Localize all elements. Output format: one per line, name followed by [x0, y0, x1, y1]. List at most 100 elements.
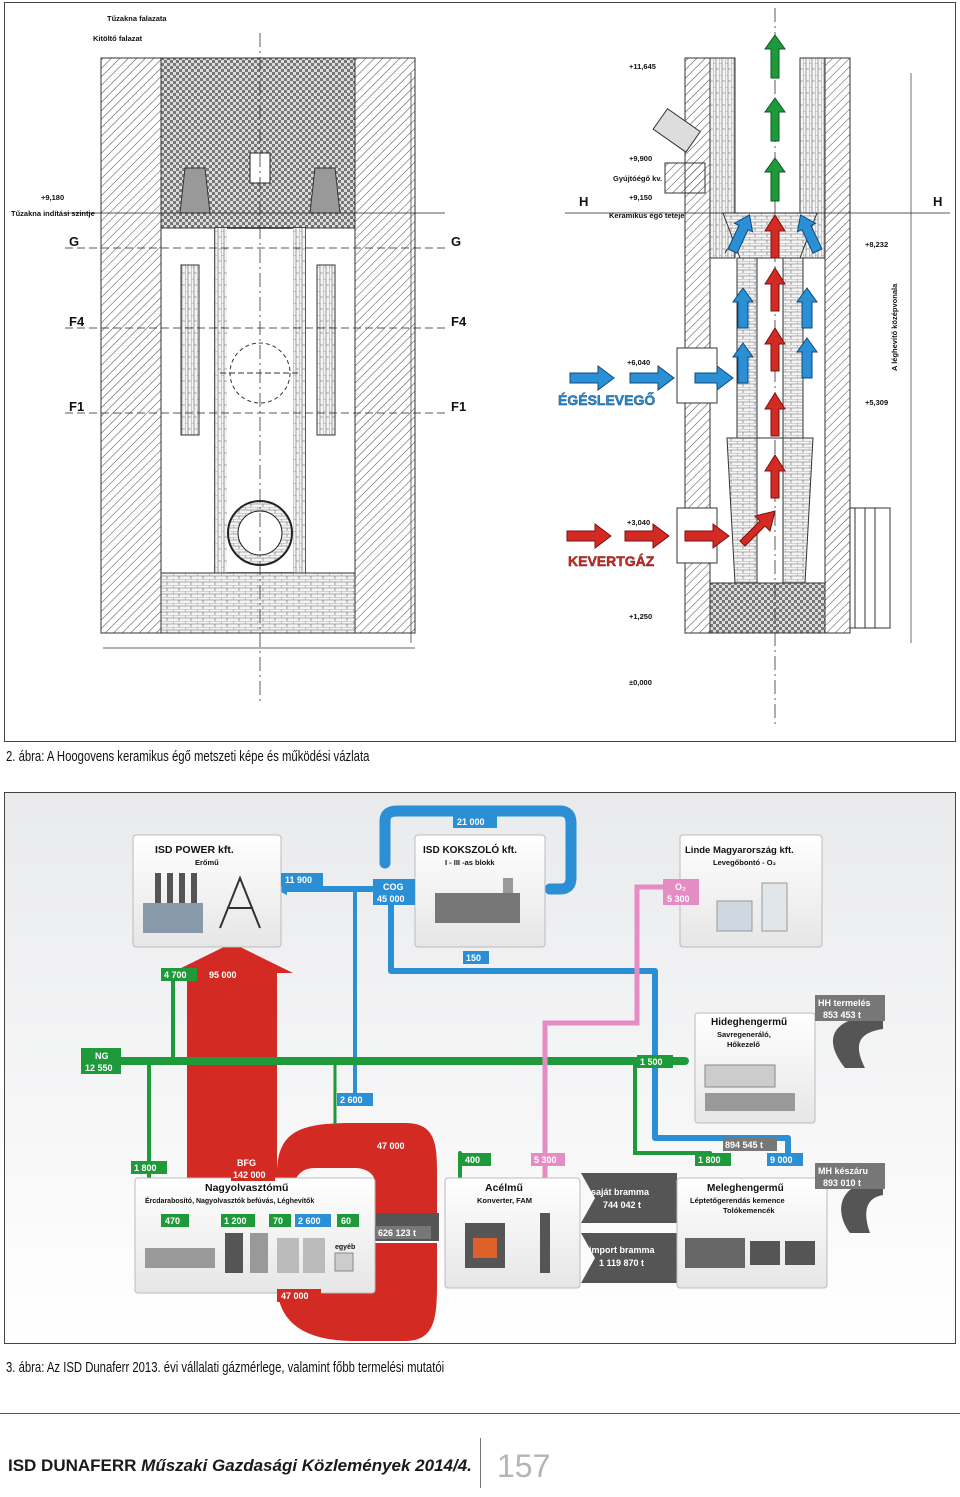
sub-konverter: Konverter, FAM — [477, 1196, 532, 1205]
mixed-gas-arrows — [566, 214, 786, 549]
figure-2-caption: 2. ábra: A Hoogovens keramikus égő metsz… — [6, 749, 370, 765]
tag-1200: 1 200 — [224, 1216, 247, 1226]
box-titles: ISD POWER kft. Erőmű ISD KOKSZOLÓ kft. I… — [145, 843, 794, 1251]
level-8232: +8,232 — [865, 240, 888, 249]
sajat-bramma-label: saját bramma — [591, 1187, 650, 1197]
level-9150: +9,150 — [629, 193, 652, 202]
tag-1800-a: 1 800 — [134, 1163, 157, 1173]
tag-11900: 11 900 — [285, 875, 312, 885]
title-meleghengermu: Meleghengermű — [707, 1183, 784, 1194]
tag-626123: 626 123 t — [378, 1228, 416, 1238]
label-kitolto-falazat: Kitöltő falazat — [93, 34, 143, 43]
section-h-left: H — [579, 194, 588, 209]
tag-2600-b: 2 600 — [298, 1216, 321, 1226]
level-11645: +11,645 — [629, 62, 656, 71]
label-kevertgaz: KEVERTGÁZ — [568, 553, 655, 569]
flue-gas-arrows — [764, 34, 786, 202]
label-inditasi-szint: Tűzakna indítási szintje — [11, 209, 95, 218]
cog-flows — [275, 805, 791, 1158]
production-arrows — [375, 1013, 883, 1283]
sajat-bramma-value: 744 042 t — [603, 1200, 641, 1210]
mh-keszaru-label: MH készáru — [818, 1166, 868, 1176]
left-section-view — [65, 33, 445, 703]
tag-o2: O₂ — [675, 882, 686, 892]
title-linde: Linde Magyarország kft. — [685, 845, 794, 856]
figure-3-caption: 3. ábra: Az ISD Dunaferr 2013. évi válla… — [6, 1360, 445, 1376]
label-gyujtoego: Gyújtóégő kv. — [613, 174, 662, 183]
level-0000: ±0,000 — [629, 678, 652, 687]
tag-47000-a: 47 000 — [377, 1141, 405, 1151]
tag-cog: COG — [383, 882, 404, 892]
tag-21000: 21 000 — [457, 817, 485, 827]
level-9180: +9,180 — [41, 193, 64, 202]
title-isd-power: ISD POWER kft. — [155, 844, 234, 856]
burner-section-drawing: Tűzakna falazata Kitöltő falazat +9,180 … — [11, 8, 950, 728]
import-bramma-label: import bramma — [589, 1245, 656, 1255]
sub-savregeneralo: Savregeneráló, — [717, 1030, 771, 1039]
gas-balance-diagram: ISD POWER kft. Erőmű ISD KOKSZOLÓ kft. I… — [5, 793, 955, 1343]
level-9900: +9,900 — [629, 154, 652, 163]
flow-value-tags: 21 000 11 900 COG 45 000 O₂ 5 300 150 4 … — [81, 815, 803, 1302]
level-3040: +3,040 — [627, 518, 650, 527]
tag-2600: 2 600 — [340, 1095, 363, 1105]
tag-70: 70 — [273, 1216, 283, 1226]
mh-keszaru-value: 893 010 t — [823, 1178, 861, 1188]
tag-470: 470 — [165, 1216, 180, 1226]
journal-title: ISD DUNAFERR Műszaki Gazdasági Közlemény… — [8, 1456, 472, 1476]
title-isd-kokszolo: ISD KOKSZOLÓ kft. — [423, 843, 517, 856]
ng-flows — [81, 971, 712, 1180]
tag-ng: NG — [95, 1051, 109, 1061]
production-tags: HH termelés 853 453 t 894 545 t MH készá… — [375, 995, 885, 1268]
journal-name: ISD DUNAFERR — [8, 1456, 142, 1475]
tag-12550: 12 550 — [85, 1063, 113, 1073]
tag-400: 400 — [465, 1155, 480, 1165]
tag-45000: 45 000 — [377, 894, 405, 904]
label-egyeb: egyéb — [335, 1244, 355, 1251]
label-tuzakna-falazata: Tűzakna falazata — [107, 14, 167, 23]
tag-1500: 1 500 — [640, 1057, 663, 1067]
section-g-right: G — [451, 234, 461, 249]
level-6040: +6,040 — [627, 358, 650, 367]
hh-termeles-value: 853 453 t — [823, 1010, 861, 1020]
level-1250: +1,250 — [629, 612, 652, 621]
sub-blokk: I - III -as blokk — [445, 858, 495, 867]
tag-894545: 894 545 t — [725, 1140, 763, 1150]
title-acelmu: Acélmű — [485, 1182, 523, 1194]
section-f1-left: F1 — [69, 399, 84, 414]
figure-1-drawing: Tűzakna falazata Kitöltő falazat +9,180 … — [4, 2, 956, 742]
sub-levegobonto: Levegőbontó - O₂ — [713, 858, 776, 867]
tag-60: 60 — [341, 1216, 351, 1226]
hh-termeles-label: HH termelés — [818, 998, 871, 1008]
sub-tolokemencek: Tolókemencék — [723, 1206, 775, 1215]
level-5309: +5,309 — [865, 398, 888, 407]
tag-bfg: BFG — [237, 1158, 256, 1168]
combustion-air-arrows — [569, 214, 823, 391]
equipment-illustrations — [143, 873, 815, 1273]
sub-leptetogerendas: Léptetőgerendás kemence — [690, 1196, 785, 1205]
sub-ercdarabosito: Ércdarabosító, Nagyolvasztók befúvás, Lé… — [145, 1196, 314, 1205]
tag-142000: 142 000 — [233, 1170, 266, 1180]
figure-2-gas-balance: ISD POWER kft. Erőmű ISD KOKSZOLÓ kft. I… — [4, 792, 956, 1344]
tag-5300: 5 300 — [667, 894, 690, 904]
section-h-right: H — [933, 194, 942, 209]
footer-rule — [0, 1413, 960, 1414]
label-leghevito-kozepvonal: A léghevítő középvonala — [890, 283, 899, 371]
journal-issue: Műszaki Gazdasági Közlemények 2014/4. — [141, 1456, 472, 1475]
section-f4-left: F4 — [69, 314, 85, 329]
tag-5300-b: 5 300 — [534, 1155, 557, 1165]
footer-separator — [480, 1438, 481, 1488]
drawing-labels: Tűzakna falazata Kitöltő falazat +9,180 … — [11, 14, 942, 687]
tag-4700: 4 700 — [164, 970, 187, 980]
import-bramma-value: 1 119 870 t — [599, 1258, 644, 1268]
tag-9000: 9 000 — [770, 1155, 793, 1165]
label-keramikus-ego-teteje: Keramikus égő teteje — [609, 211, 684, 220]
label-egeslevego: ÉGÉSLEVEGŐ — [558, 391, 655, 408]
sub-hokezelo: Hőkezelő — [727, 1040, 760, 1049]
section-g-left: G — [69, 234, 79, 249]
title-hideghengermu: Hideghengermű — [711, 1017, 787, 1028]
title-nagyolvasztomu: Nagyolvasztómű — [205, 1182, 288, 1194]
tag-95000: 95 000 — [209, 970, 237, 980]
tag-47000-b: 47 000 — [281, 1291, 309, 1301]
section-f1-right: F1 — [451, 399, 466, 414]
tag-150: 150 — [466, 953, 481, 963]
